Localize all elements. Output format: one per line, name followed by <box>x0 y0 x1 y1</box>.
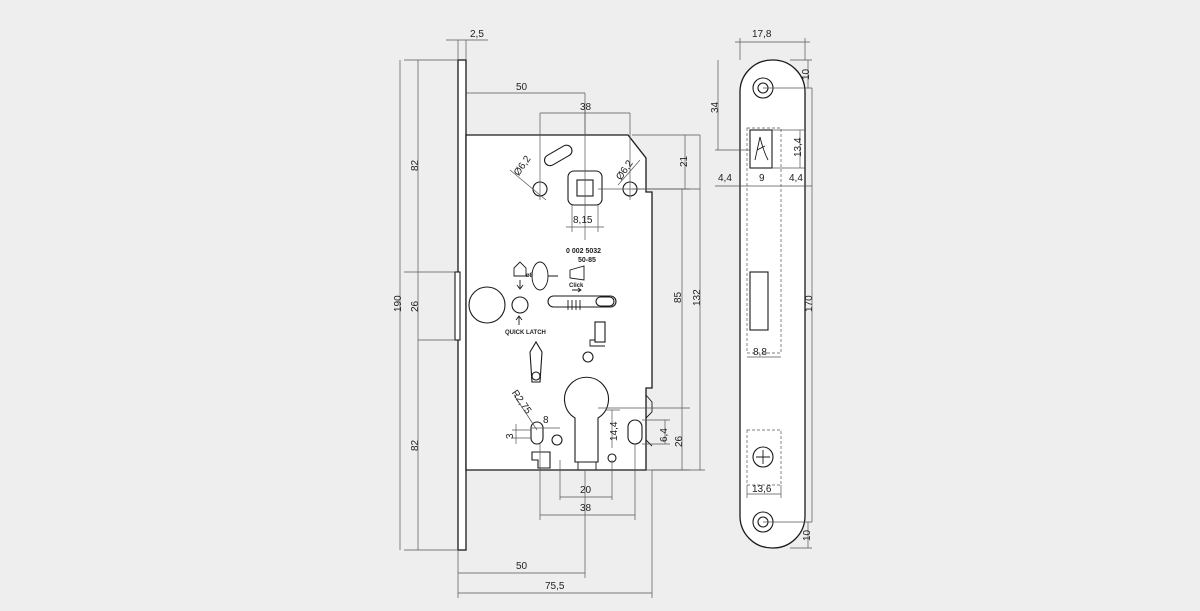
hook-detail <box>589 339 605 347</box>
dim-strike-top-edge: 10 <box>801 68 812 80</box>
faceplate-front-view: 17,8 10 34 13,4 4,4 9 4,4 170 8,8 13,6 <box>710 29 815 549</box>
bolt-outline-dashed <box>746 127 782 354</box>
dim-strike-latch-offset: 34 <box>710 101 721 113</box>
dim-bolt-slot-width: 8,8 <box>753 347 767 358</box>
dim-spindle-spacing-top: 38 <box>580 102 592 113</box>
dim-6-4: 6,4 <box>659 428 670 442</box>
dim-latch-height: 26 <box>410 300 421 312</box>
faceplate-front <box>739 59 806 549</box>
dim-margin-right: 4,4 <box>789 173 803 184</box>
dim-backset-top: 50 <box>516 82 528 93</box>
dim-spindle-square: 8,15 <box>573 215 593 226</box>
slide-ribs <box>567 300 581 310</box>
latch-slot <box>749 129 773 169</box>
hook-part <box>594 321 606 343</box>
dim-faceplate-thickness: 2,5 <box>470 29 484 40</box>
slide-knob <box>595 296 615 307</box>
bottom-bracket <box>531 451 551 469</box>
dim-center-distance: 85 <box>673 291 684 303</box>
adjuster-large <box>468 286 506 324</box>
lock-body-view: 2,5 50 38 Ø6,2 Ø6,2 21 8,15 85 1 <box>393 29 705 598</box>
dim-faceplate-height: 190 <box>393 295 404 312</box>
dim-faceplate-upper: 82 <box>410 159 421 171</box>
variant-code: 50-85 <box>578 257 596 264</box>
phillips-cross-icon <box>756 450 770 464</box>
dim-strike-width: 17,8 <box>752 29 772 40</box>
lever-pivot <box>531 371 541 381</box>
click-label: Click <box>569 283 584 289</box>
dim-strike-length: 170 <box>804 295 815 312</box>
adjuster-arrow <box>515 315 523 325</box>
dim-latch-slot-width: 9 <box>759 173 765 184</box>
dim-strike-bottom-edge: 10 <box>802 529 813 541</box>
case-edge-notches <box>645 394 653 447</box>
dim-backset-bottom: 50 <box>516 561 528 572</box>
dim-8: 8 <box>543 415 549 426</box>
lower-slot-left <box>530 421 544 445</box>
dim-14-4: 14,4 <box>609 421 620 441</box>
dim-screw-spacing-bottom: 38 <box>580 503 592 514</box>
lower-slot-right <box>627 419 643 445</box>
bolt-slot <box>749 271 769 331</box>
screw-slot-dashed <box>746 429 782 486</box>
cylinder-cutout <box>563 376 610 463</box>
quick-latch-label: QUICK LATCH <box>505 330 546 336</box>
dims-right-view: 17,8 10 34 13,4 4,4 9 4,4 170 8,8 13,6 <box>710 29 815 549</box>
dim-spindle-to-top: 21 <box>679 155 690 167</box>
lower-hole-middle <box>551 434 563 446</box>
dim-faceplate-lower: 82 <box>410 439 421 451</box>
dim-screw-slot-width: 13,6 <box>752 484 772 495</box>
diameter-mark: ø8 <box>526 273 534 279</box>
brand-logo-icon <box>754 136 769 161</box>
click-latch-icon <box>569 265 585 293</box>
pin-hole <box>582 351 594 363</box>
cylinder-cam <box>577 462 597 471</box>
dim-body-height: 132 <box>692 289 703 306</box>
dim-3: 3 <box>505 433 516 439</box>
upper-oblong-slot <box>543 144 573 167</box>
dim-cylinder-to-bottom: 26 <box>674 435 685 447</box>
latch-bolt <box>454 271 461 341</box>
dim-body-depth: 75,5 <box>545 581 565 592</box>
adjuster-small <box>511 296 529 314</box>
rotate-arrows-icon <box>531 261 558 291</box>
latch-glyph-icon <box>513 261 527 290</box>
article-code: 0 002 5032 <box>566 248 601 255</box>
dim-cylinder-width: 20 <box>580 485 592 496</box>
dim-margin-left: 4,4 <box>718 173 732 184</box>
dim-latch-slot-height: 13,4 <box>793 137 804 157</box>
